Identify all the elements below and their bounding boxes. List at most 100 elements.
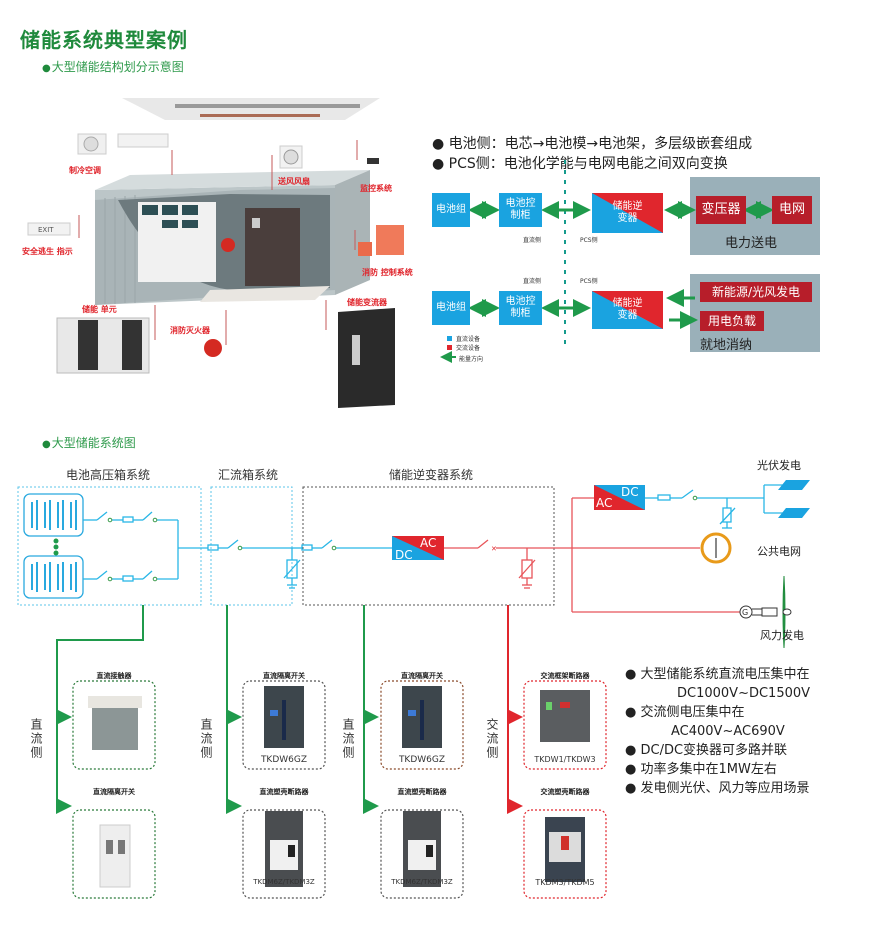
device-title-ac-acb: 交流框架断路器 bbox=[540, 672, 590, 680]
pv-wiring bbox=[645, 484, 786, 529]
pv-switch-contact bbox=[692, 495, 698, 501]
grid: 电网 bbox=[772, 196, 812, 224]
pcs-side-label-top: PCS侧 bbox=[580, 237, 598, 244]
bullet-item: ● 电池侧：电芯→电池模→电池架，多层级嵌套组成 bbox=[432, 136, 753, 152]
electric-load: 用电负载 bbox=[700, 311, 764, 331]
inverter-bottom-label: 储能逆变器 bbox=[612, 298, 643, 321]
fire-tank-in-container bbox=[221, 238, 235, 252]
pcs-system-border bbox=[302, 486, 555, 606]
pv-panel-bottom bbox=[778, 508, 810, 518]
side-label-ac: 交流侧 bbox=[485, 718, 499, 760]
fire-control-panel bbox=[376, 225, 404, 255]
label-fan: 送风风扇 bbox=[278, 177, 310, 186]
main-dc-ac-converter bbox=[392, 536, 444, 560]
dc-side-label-bottom: 直流侧 bbox=[523, 278, 542, 285]
source-label-pv: 光伏发电 bbox=[757, 459, 801, 472]
renewable-generation: 新能源/光风发电 bbox=[700, 282, 812, 302]
side-label-dc-2: 直流侧 bbox=[199, 718, 213, 760]
generator-label: G bbox=[742, 608, 748, 617]
inverter-top-red bbox=[592, 193, 663, 233]
label-pcs: 储能变流器 bbox=[347, 298, 387, 307]
dc-contactor-image bbox=[92, 702, 138, 750]
device-title-dc-isolator-3: 直流隔离开关 bbox=[401, 672, 443, 680]
pv-ac-dc-converter bbox=[594, 485, 645, 510]
device-model-tkdw6gz-1: TKDW6GZ bbox=[260, 755, 308, 765]
bullet-continuation: AC400V~AC690V bbox=[671, 724, 785, 739]
device-model-tkdm3: TKDM3/TKDM5 bbox=[535, 878, 595, 887]
inverter-bottom-red-fill bbox=[592, 291, 663, 329]
ellipsis-dots bbox=[53, 538, 59, 556]
leader-lines bbox=[78, 140, 358, 345]
bullet-item: ● 功率多集中在1MW左右 bbox=[625, 762, 777, 777]
structure-bullets: ● 电池侧：电芯→电池模→电池架，多层级嵌套组成 ● PCS侧：电池化学能与电网… bbox=[432, 134, 752, 174]
device-title-dc-isolator-2: 直流隔离开关 bbox=[263, 672, 305, 680]
bullet-item: ● 交流侧电压集中在 bbox=[625, 705, 745, 720]
pv-converter-dc-label: DC bbox=[621, 485, 639, 499]
battery-pack-bottom: 电池组 bbox=[432, 291, 470, 325]
switch-contacts bbox=[107, 517, 337, 582]
rack-panels bbox=[142, 205, 198, 228]
system-bullets: ● 大型储能系统直流电压集中在 DC1000V~DC1500V ● 交流侧电压集… bbox=[625, 665, 810, 798]
floor-tiles bbox=[200, 286, 330, 302]
battery-cabinet-top: 电池控制柜 bbox=[499, 193, 542, 227]
inverter-top-label: 储能逆变器 bbox=[612, 201, 643, 224]
group-title-battery-hv-box: 电池高压箱系统 bbox=[66, 468, 151, 482]
side-label-dc-1: 直流侧 bbox=[29, 718, 43, 760]
section1-subtitle: ●大型储能结构划分示意图 bbox=[42, 58, 184, 75]
section2-subtitle-text: 大型储能系统图 bbox=[51, 436, 136, 450]
dc-feed-lines bbox=[56, 605, 379, 814]
device-boxes bbox=[72, 680, 607, 899]
fire-extinguisher bbox=[204, 339, 222, 357]
ac-acb-image bbox=[540, 690, 590, 742]
device-title-ac-mccb: 交流塑壳断路器 bbox=[540, 788, 590, 796]
battery-cabinet-bottom: 电池控制柜 bbox=[499, 291, 542, 325]
battery-pack-top: 电池组 bbox=[432, 193, 470, 227]
bullet-item: ● 大型储能系统直流电压集中在 bbox=[625, 667, 810, 682]
ceiling-pipe bbox=[200, 114, 320, 117]
dc-wiring bbox=[83, 511, 392, 589]
device-title-dc-mccb-1: 直流塑壳断路器 bbox=[259, 788, 309, 796]
label-fire-extinguisher: 消防灭火器 bbox=[170, 326, 210, 335]
device-model-tkdm6z-1: TKDM6Z/TKDM3Z bbox=[253, 878, 315, 886]
section2-subtitle: ●大型储能系统图 bbox=[42, 434, 136, 451]
generator-icon bbox=[739, 605, 753, 619]
ac-breaker-symbol: ✕ bbox=[491, 545, 497, 553]
label-cooling-ac: 制冷空调 bbox=[69, 166, 101, 175]
panel-label-power-transmission: 电力送电 bbox=[725, 236, 778, 251]
device-title-dc-isolator-1: 直流隔离开关 bbox=[93, 788, 135, 796]
bullet-dot: ● bbox=[42, 63, 51, 74]
battery-module-bottom bbox=[23, 555, 84, 599]
transformer: 变压器 bbox=[696, 196, 746, 224]
device-model-tkdw1: TKDW1/TKDW3 bbox=[534, 755, 596, 764]
bullet-continuation: DC1000V~DC1500V bbox=[677, 686, 811, 701]
side-label-dc-3: 直流侧 bbox=[341, 718, 355, 760]
page-title: 储能系统典型案例 bbox=[20, 28, 188, 52]
main-converter-ac-label: AC bbox=[420, 536, 436, 550]
label-storage-unit: 储能 单元 bbox=[82, 305, 117, 314]
ac-feed-lines bbox=[507, 605, 523, 814]
label-monitoring: 监控系统 bbox=[360, 184, 392, 193]
combiner-box-border bbox=[210, 486, 293, 606]
battery-hv-box-border bbox=[17, 486, 202, 606]
panel-label-local-consumption: 就地消纳 bbox=[700, 338, 753, 353]
ceiling-rail bbox=[175, 104, 360, 108]
legend-ac-label: 交流设备 bbox=[456, 345, 481, 352]
legend-dc-label: 直流设备 bbox=[456, 336, 481, 343]
dc-side-label-top: 直流侧 bbox=[523, 237, 542, 244]
device-model-tkdw6gz-2: TKDW6GZ bbox=[398, 755, 446, 765]
pcs-cabinet bbox=[338, 308, 395, 408]
camera-unit bbox=[367, 158, 379, 164]
system-diagram: DC AC ✕ AC DC G bbox=[17, 480, 810, 899]
dc-isolator-image-1 bbox=[99, 824, 131, 888]
pcs-side-label-bottom: PCS侧 bbox=[580, 278, 598, 285]
container-roof bbox=[95, 170, 370, 190]
device-title-dc-mccb-2: 直流塑壳断路器 bbox=[397, 788, 447, 796]
device-images bbox=[88, 686, 590, 888]
wind-shaft bbox=[752, 607, 778, 617]
device-title-dc-contactor: 直流接触器 bbox=[96, 672, 132, 680]
pv-converter-ac-label: AC bbox=[596, 496, 612, 510]
main-converter-dc-label: DC bbox=[395, 548, 413, 562]
bullet-item: ● DC/DC变换器可多路并联 bbox=[625, 743, 788, 758]
source-label-public-grid: 公共电网 bbox=[757, 545, 801, 558]
bullet-item: ● 发电侧光伏、风力等应用场景 bbox=[625, 781, 810, 796]
